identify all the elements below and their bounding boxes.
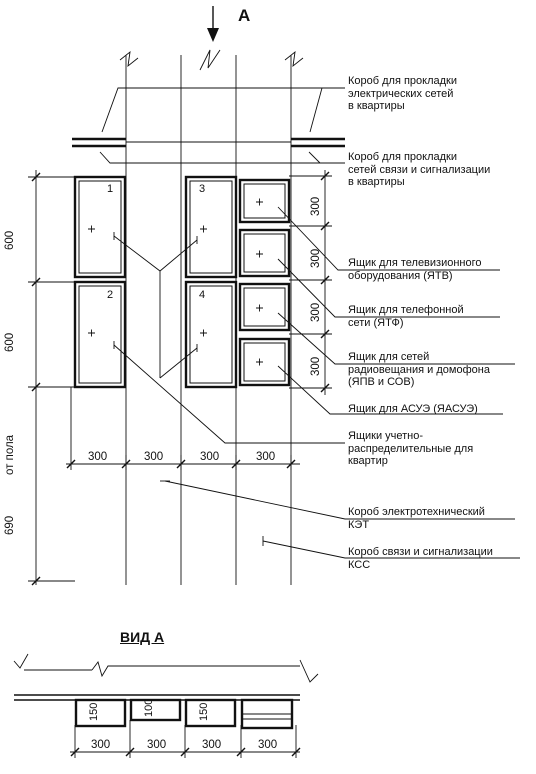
floor-label: от пола [4,434,16,475]
view-depth-150-2: 150 [198,703,210,721]
panel-number-4: 4 [199,289,205,301]
view-width-300-2: 300 [147,739,166,751]
panel-number-3: 3 [199,183,205,195]
leader-lines [99,87,520,559]
dim-right-300-1: 300 [310,197,322,216]
asue-box [238,337,291,387]
dim-right-300-3: 300 [310,303,322,322]
callout-electric-duct: Короб для прокладки электрических сетей … [348,75,458,112]
view-arrow [207,6,219,42]
section-title: ВИД А [120,629,165,645]
meter-box-3: 3 [184,175,238,279]
phone-box [238,228,291,278]
dim-left-600-bottom: 600 [4,333,16,352]
callout-asue-box: Ящик для АСУЭ (ЯАСУЭ) [348,403,478,415]
dim-right-300-4: 300 [310,357,322,376]
right-dimensions: 300 300 300 300 [289,170,332,395]
view-width-300-1: 300 [91,739,110,751]
callout-kss-duct: Короб связи и сигнализации КСС [348,546,493,571]
dim-left-600-top: 600 [4,231,16,250]
bottom-dimensions: 300 300 300 300 [66,387,300,470]
dim-left-690: 690 [4,516,16,535]
meter-box-1: 1 [73,175,127,279]
view-width-300-4: 300 [258,739,277,751]
view-a-plan: 150 100 150 300 300 300 300 [13,653,319,758]
callout-meter-boxes: Ящики учетно- распределительные для квар… [348,430,474,467]
view-depth-100: 100 [143,699,155,717]
horizontal-ducts [72,137,345,148]
callout-radio-box: Ящик для сетей радиовещания и домофона (… [348,351,490,388]
panel-number-1: 1 [107,183,113,195]
dim-bottom-300-4: 300 [256,451,275,463]
view-marker: А [238,6,251,25]
tv-box [238,178,291,224]
view-width-300-3: 300 [202,739,221,751]
view-depth-150-1: 150 [88,703,100,721]
dim-bottom-300-1: 300 [88,451,107,463]
callout-comm-duct: Короб для прокладки сетей связи и сигнал… [348,151,491,188]
callout-phone-box: Ящик для телефонной сети (ЯТФ) [348,304,464,329]
left-dimensions: 600 600 от пола 690 [4,170,75,586]
dim-right-300-2: 300 [310,249,322,268]
meter-box-4: 4 [184,280,238,389]
dim-bottom-300-3: 300 [200,451,219,463]
callout-ket-duct: Короб электротехнический КЭТ [348,506,485,531]
dim-bottom-300-2: 300 [144,451,163,463]
callout-tv-box: Ящик для телевизионного оборудования (ЯТ… [348,257,482,282]
meter-box-2: 2 [73,280,127,389]
radio-box [238,282,291,332]
panel-number-2: 2 [107,289,113,301]
